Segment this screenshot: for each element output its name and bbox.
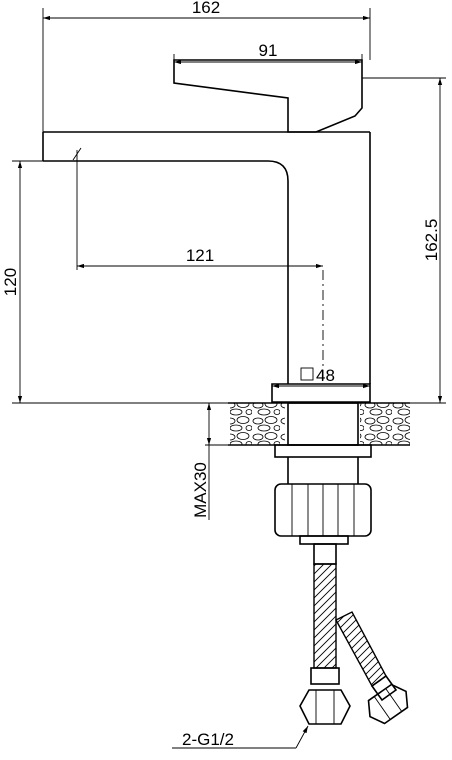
dim-handle-length: 91 bbox=[259, 41, 278, 60]
dim-body-square: 48 bbox=[316, 366, 335, 385]
countertop-section bbox=[228, 402, 410, 446]
flexible-hoses bbox=[299, 543, 409, 725]
dim-connection-thread: 2-G1/2 bbox=[182, 730, 234, 749]
faucet-outline bbox=[42, 131, 371, 403]
dim-spout-height: 120 bbox=[1, 268, 20, 296]
dim-spout-reach: 121 bbox=[186, 246, 214, 265]
dimension-lines bbox=[12, 8, 446, 749]
dim-max-deck-thickness: MAX30 bbox=[191, 462, 210, 518]
mounting-shank bbox=[274, 402, 372, 545]
dim-overall-height: 162.5 bbox=[422, 219, 441, 262]
square-section-icon bbox=[300, 367, 314, 381]
lever-handle bbox=[173, 59, 363, 133]
dim-overall-width: 162 bbox=[192, 0, 220, 17]
